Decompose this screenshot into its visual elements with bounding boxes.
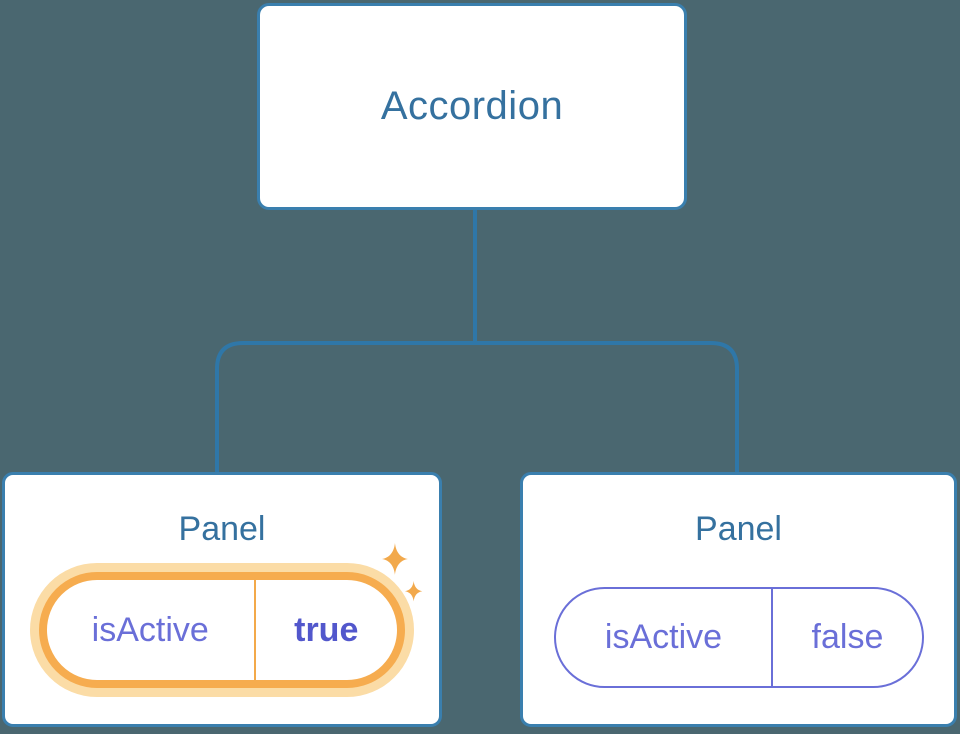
prop-pill-active: isActive true (39, 572, 405, 689)
panel-title: Panel (178, 510, 266, 548)
pill-divider (253, 580, 256, 681)
prop-value: false (811, 618, 884, 657)
prop-pill-inactive: isActive false (553, 587, 924, 689)
panel-node-inactive: Panel isActive false (520, 472, 957, 727)
connector-branch (215, 341, 739, 473)
prop-name: isActive (91, 610, 209, 649)
pill-divider (771, 589, 774, 687)
prop-value: true (294, 610, 359, 649)
panel-node-active: Panel isActive true (2, 472, 442, 727)
accordion-label: Accordion (380, 84, 564, 128)
panel-title: Panel (695, 510, 782, 548)
accordion-node: Accordion (257, 3, 687, 210)
prop-name: isActive (604, 618, 723, 657)
